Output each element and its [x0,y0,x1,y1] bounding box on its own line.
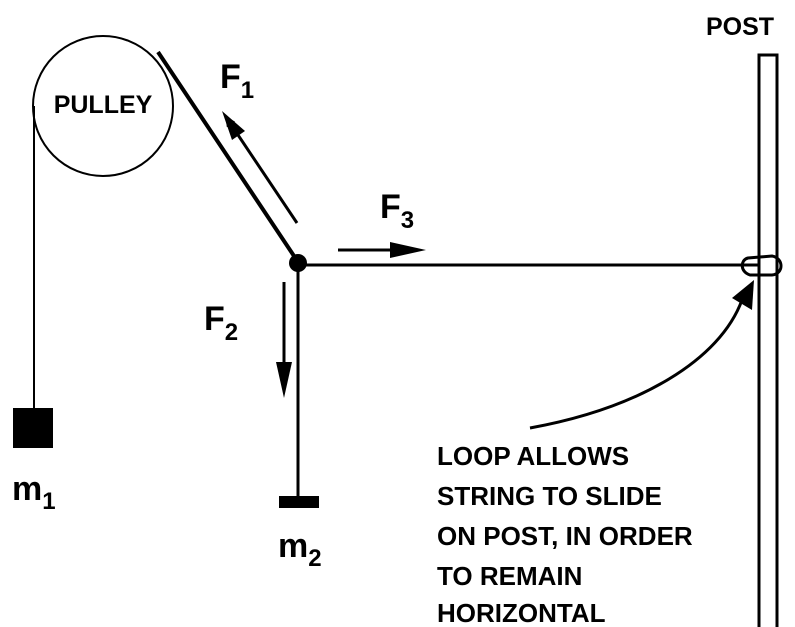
f2-label: F2 [204,300,238,346]
f1-arrowhead [222,111,245,140]
f3-label: F3 [380,188,414,234]
annotation-line-5: HORIZONTAL [437,598,606,627]
string-diagonal [156,50,300,264]
m1-label: m1 [12,470,56,515]
f1-label: F1 [220,58,254,104]
f3-arrowhead [390,242,426,258]
annotation-line-3: ON POST, IN ORDER [437,521,693,551]
pulley-label: PULLEY [54,91,153,119]
mass-m2 [279,496,319,508]
m2-label: m2 [278,527,322,572]
mass-m1 [13,408,53,448]
post-label: POST [706,13,774,41]
loop-pointer-arrow [529,299,744,430]
post [757,53,779,627]
annotation-line-1: LOOP ALLOWS [437,441,629,471]
annotation-line-2: STRING TO SLIDE [437,481,662,511]
loop-pointer-arrowhead [732,280,754,310]
f2-arrowhead [276,362,292,398]
annotation-line-4: TO REMAIN [437,561,582,591]
loop-icon [740,254,783,277]
